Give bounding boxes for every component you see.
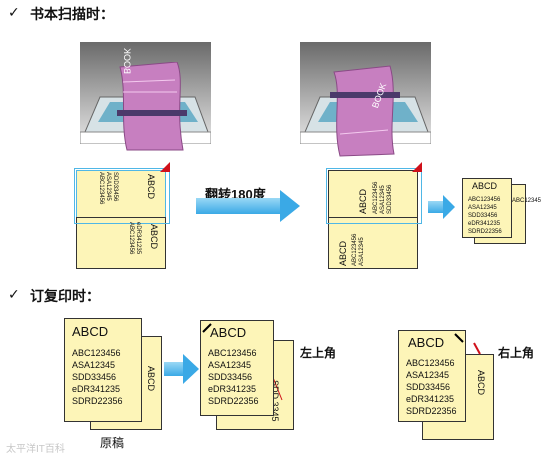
- arrow-head-icon: [443, 195, 455, 219]
- doc-line: ABC123456: [512, 198, 541, 204]
- top-right-label: 右上角: [498, 346, 535, 360]
- page-text-d: ABC123456: [128, 222, 134, 255]
- result-pages-small: ABC123456 ABCD ABC123456 ASA12345 SDD334…: [462, 178, 541, 258]
- doc-line: eDR341235: [406, 394, 455, 404]
- doc-line: SDD33456: [406, 382, 451, 392]
- doc-line: SDD33456: [468, 213, 498, 219]
- doc-title: ABCD: [210, 325, 247, 340]
- doc-line: ASA12345: [208, 360, 252, 370]
- doc-line: SDRD22356: [72, 396, 123, 406]
- doc-line: SDD33456: [72, 372, 117, 382]
- scanned-pages-left: ABC123456 ASA12345 SDD33456 ABCD ABC1234…: [74, 162, 170, 270]
- page-title-c: ABCD: [358, 188, 368, 214]
- doc-line: ASA12345: [72, 360, 116, 370]
- arrow-icon: [164, 362, 184, 376]
- doc-line: eDR341235: [72, 384, 121, 394]
- doc-line: ASA12345: [406, 370, 450, 380]
- corner-marker-icon: [160, 162, 170, 172]
- top-left-label: 左上角: [300, 346, 337, 360]
- original-label: 原稿: [100, 436, 125, 450]
- page-title-b: ABCD: [149, 224, 159, 250]
- watermark: 太平洋IT百科: [6, 444, 65, 455]
- doc-line: SDD33456: [208, 372, 253, 382]
- book-pages-1: [117, 62, 187, 151]
- scanner-illustration-1: BOOK: [79, 42, 212, 151]
- scanned-pages-right: ABCD ABC123456 ASA12345 SDD33456 ABCD AB…: [326, 162, 422, 270]
- doc-line: ABC123456: [72, 348, 121, 358]
- arrow-head-icon: [280, 190, 300, 222]
- page-text-h: SDD33456: [387, 184, 393, 214]
- doc-line: SDRD22356: [208, 396, 259, 406]
- doc-line: ASA12345: [468, 205, 497, 211]
- back-title: ABCD: [476, 370, 486, 396]
- original-document: ABCD ABCD ABC123456 ASA12345 SDD33456 eD…: [64, 318, 164, 430]
- scanner-illustration-2: BOOK: [299, 42, 432, 157]
- page-title-a: ABCD: [146, 174, 156, 200]
- page-text-j: ASA12345: [359, 237, 365, 266]
- doc-title: ABCD: [408, 335, 445, 350]
- checkmark-icon: ✓: [8, 286, 20, 302]
- doc-line: eDR341235: [468, 221, 501, 227]
- staple-icon: [202, 323, 212, 333]
- book-label-1: BOOK: [122, 47, 132, 74]
- stapled-document-top-left: SDD 3345 ABCD ABC123456 ASA12345 SDD3345…: [200, 320, 300, 432]
- arrow-head-icon: [183, 354, 199, 384]
- corner-marker-icon: [473, 342, 481, 355]
- doc-line: SDRD22356: [406, 406, 457, 416]
- page-text-a: ABC123456: [98, 172, 104, 205]
- book-pages-2: [330, 65, 400, 157]
- corner-marker-icon: [412, 162, 422, 172]
- staple-icon: [454, 333, 464, 343]
- doc-line: eDR341235: [208, 384, 257, 394]
- arrow-icon: [428, 201, 444, 213]
- page-text-e: eDR341235: [135, 222, 141, 255]
- page-title-d: ABCD: [338, 240, 348, 266]
- doc-title: ABCD: [472, 181, 498, 191]
- page-text-i: ABC123456: [352, 233, 358, 266]
- page-text-c: SDD33456: [112, 172, 118, 202]
- section-title-book-scan: 书本扫描时：: [30, 6, 114, 22]
- page-text-f: ABC123456: [373, 181, 379, 214]
- back-title: ABCD: [146, 366, 156, 392]
- doc-line: ABC123456: [208, 348, 257, 358]
- page-text-b: ASA12345: [105, 172, 111, 201]
- doc-line: ABC123456: [468, 197, 501, 203]
- doc-line: SDRD22356: [468, 229, 502, 235]
- doc-title: ABCD: [72, 324, 109, 339]
- section-title-stapled-copy: 订复印时：: [30, 288, 100, 304]
- checkmark-icon: ✓: [8, 4, 20, 20]
- stapled-document-top-right: ABCD ABCD ABC123456 ASA12345 SDD33456 eD…: [398, 330, 498, 440]
- arrow-icon: [196, 198, 282, 214]
- page-text-g: ASA12345: [380, 185, 386, 214]
- doc-line: ABC123456: [406, 358, 455, 368]
